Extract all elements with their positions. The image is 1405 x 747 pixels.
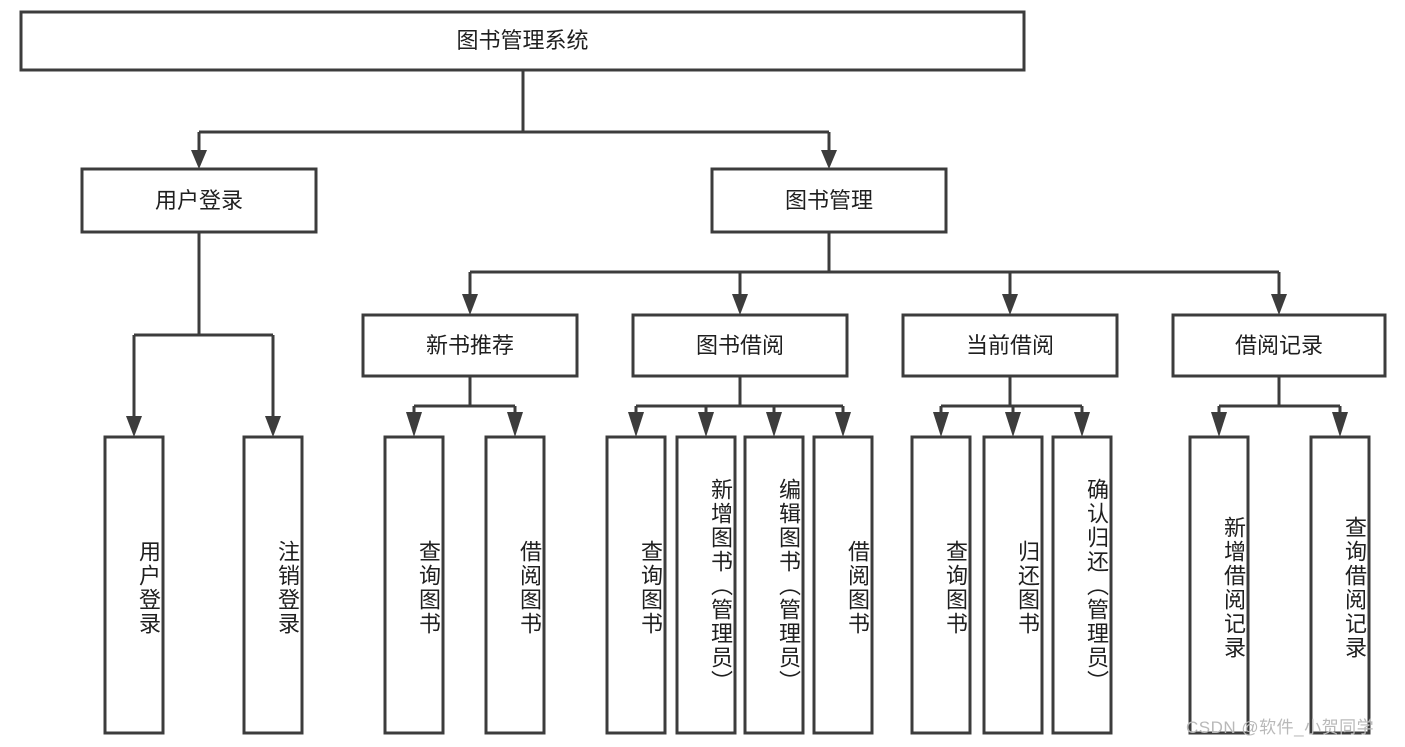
arrow-head-current-borrow [1002, 294, 1018, 315]
node-box-leaf-add-book[interactable] [675, 435, 737, 735]
arrow-head-new-book-recommend [462, 294, 478, 315]
arrow-head-leaf-query-book-3 [933, 412, 949, 437]
node-box-leaf-return-book[interactable] [982, 435, 1044, 735]
arrow-head-leaf-user-login [126, 416, 142, 437]
arrow-head-leaf-edit-book [766, 412, 782, 437]
node-box-leaf-query-book-1[interactable] [383, 435, 445, 735]
node-box-leaf-query-book-3[interactable] [910, 435, 972, 735]
arrow-head-book-manage [821, 150, 837, 169]
node-box-book-manage[interactable] [710, 167, 948, 234]
arrow-head-leaf-query-record [1332, 412, 1348, 437]
node-box-borrow-record[interactable] [1171, 313, 1387, 378]
arrow-head-leaf-add-book [698, 412, 714, 437]
node-box-leaf-add-record[interactable] [1188, 435, 1250, 735]
arrow-head-leaf-borrow-book-2 [835, 412, 851, 437]
arrow-head-leaf-confirm-return [1074, 412, 1090, 437]
arrow-head-leaf-logout [265, 416, 281, 437]
arrow-head-leaf-query-book-1 [406, 412, 422, 437]
node-box-leaf-edit-book[interactable] [743, 435, 805, 735]
node-box-book-borrow[interactable] [631, 313, 849, 378]
node-box-leaf-logout[interactable] [242, 435, 304, 735]
node-box-leaf-borrow-book-1[interactable] [484, 435, 546, 735]
arrow-head-book-borrow [732, 294, 748, 315]
node-box-user-login[interactable] [80, 167, 318, 234]
node-box-leaf-query-record[interactable] [1309, 435, 1371, 735]
node-box-new-book-recommend[interactable] [361, 313, 579, 378]
arrow-head-leaf-add-record [1211, 412, 1227, 437]
node-box-root[interactable] [19, 10, 1026, 72]
node-box-leaf-query-book-2[interactable] [605, 435, 667, 735]
node-box-leaf-user-login[interactable] [103, 435, 165, 735]
node-box-leaf-borrow-book-2[interactable] [812, 435, 874, 735]
arrow-head-leaf-borrow-book-1 [507, 412, 523, 437]
arrow-head-borrow-record [1271, 294, 1287, 315]
node-box-leaf-confirm-return[interactable] [1051, 435, 1113, 735]
arrow-head-user-login [191, 150, 207, 169]
arrow-head-leaf-return-book [1005, 412, 1021, 437]
arrow-head-leaf-query-book-2 [628, 412, 644, 437]
csdn-watermark: CSDN @软件_小贺同学 [1186, 718, 1375, 737]
node-box-current-borrow[interactable] [901, 313, 1119, 378]
